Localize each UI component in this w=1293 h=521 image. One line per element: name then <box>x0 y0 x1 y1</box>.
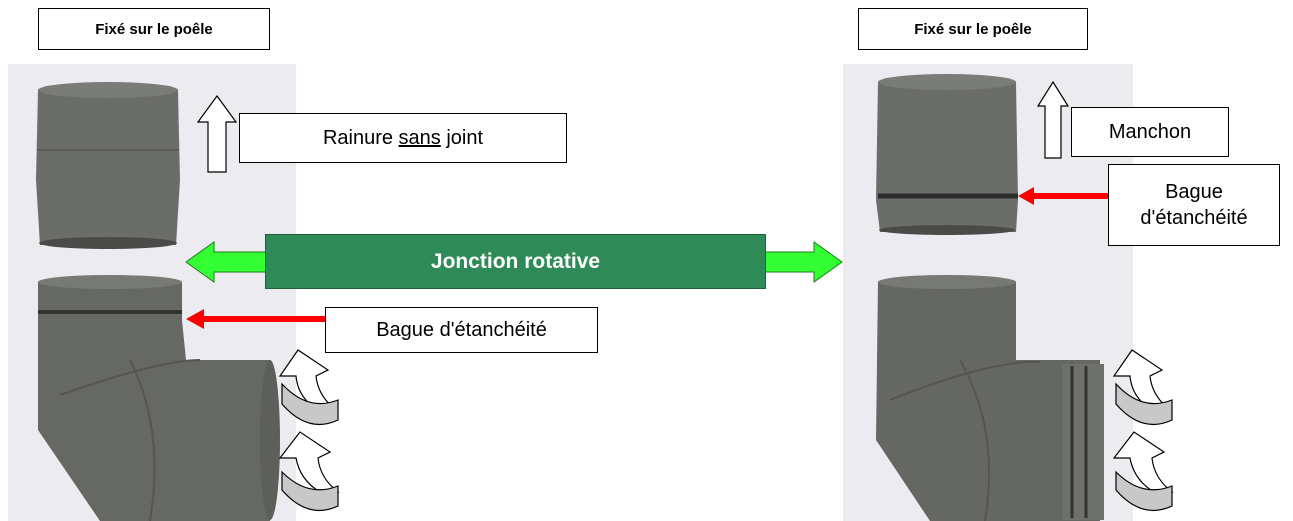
left-arrow-icon <box>186 309 326 329</box>
left-header: Fixé sur le poêle <box>38 8 270 50</box>
up-arrow-icon <box>1036 80 1070 159</box>
rotation-arrow-icon <box>278 349 340 512</box>
rotation-arrow-icon <box>1112 349 1174 512</box>
callout-sleeve: Manchon <box>1071 107 1229 157</box>
rotating-junction-banner: Jonction rotative <box>265 234 766 289</box>
left-arrow-icon <box>1018 187 1110 205</box>
up-arrow-icon <box>196 94 238 173</box>
callout-seal-left: Bague d'étanchéité <box>325 307 598 353</box>
callout-groove: Rainure sans joint <box>239 113 567 163</box>
right-header: Fixé sur le poêle <box>858 8 1088 50</box>
callout-seal-right: Bague d'étanchéité <box>1108 164 1280 246</box>
